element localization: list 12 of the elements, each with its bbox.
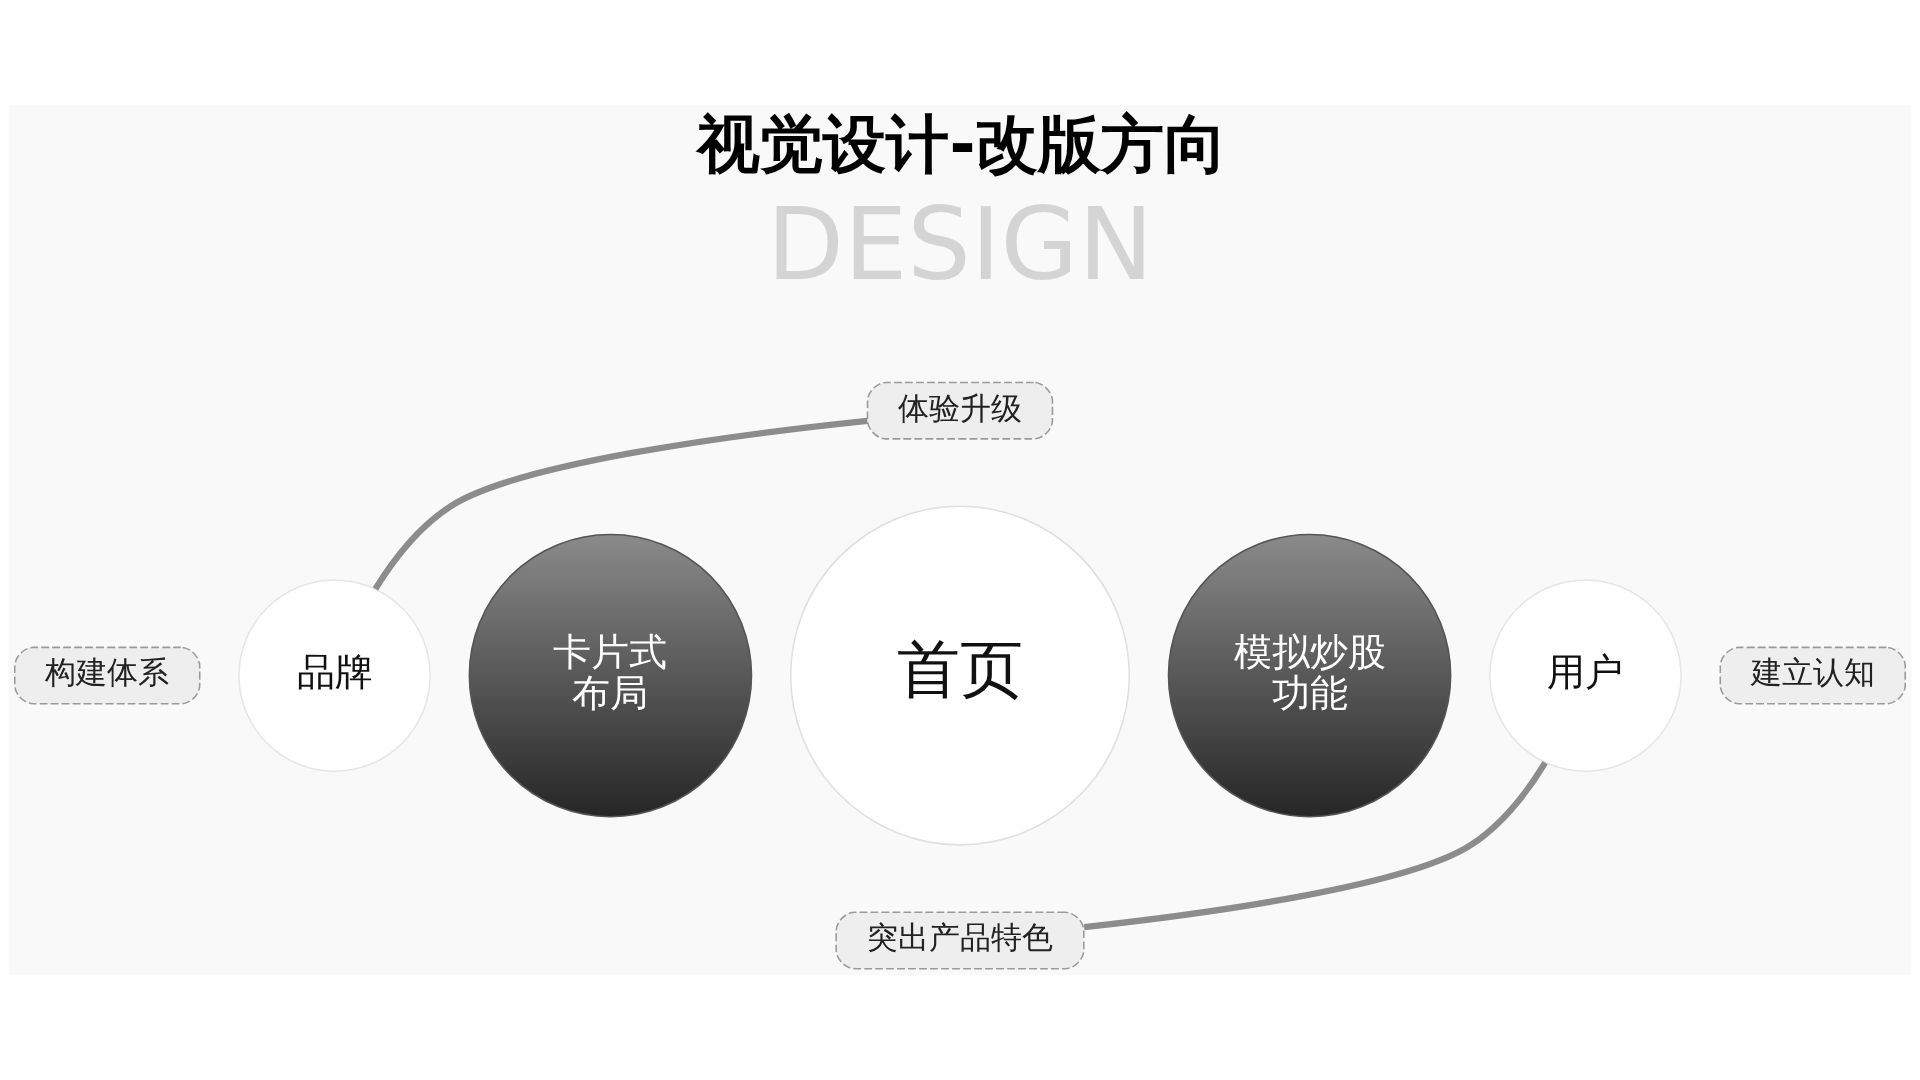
diagram-title: 视觉设计-改版方向 [697, 108, 1228, 182]
node-box: 建立认知 [1719, 646, 1907, 705]
node-box: 体验升级 [866, 381, 1054, 440]
node-circle: 品牌 [238, 579, 431, 772]
connector [372, 417, 868, 591]
node-box: 构建体系 [13, 646, 201, 705]
connector [1083, 761, 1548, 931]
node-circle: 首页 [789, 505, 1131, 846]
node-circle: 用户 [1489, 579, 1682, 772]
node-circle: 卡片式布局 [468, 533, 753, 818]
node-box: 突出产品特色 [835, 911, 1085, 970]
node-circle: 模拟炒股功能 [1167, 533, 1452, 818]
